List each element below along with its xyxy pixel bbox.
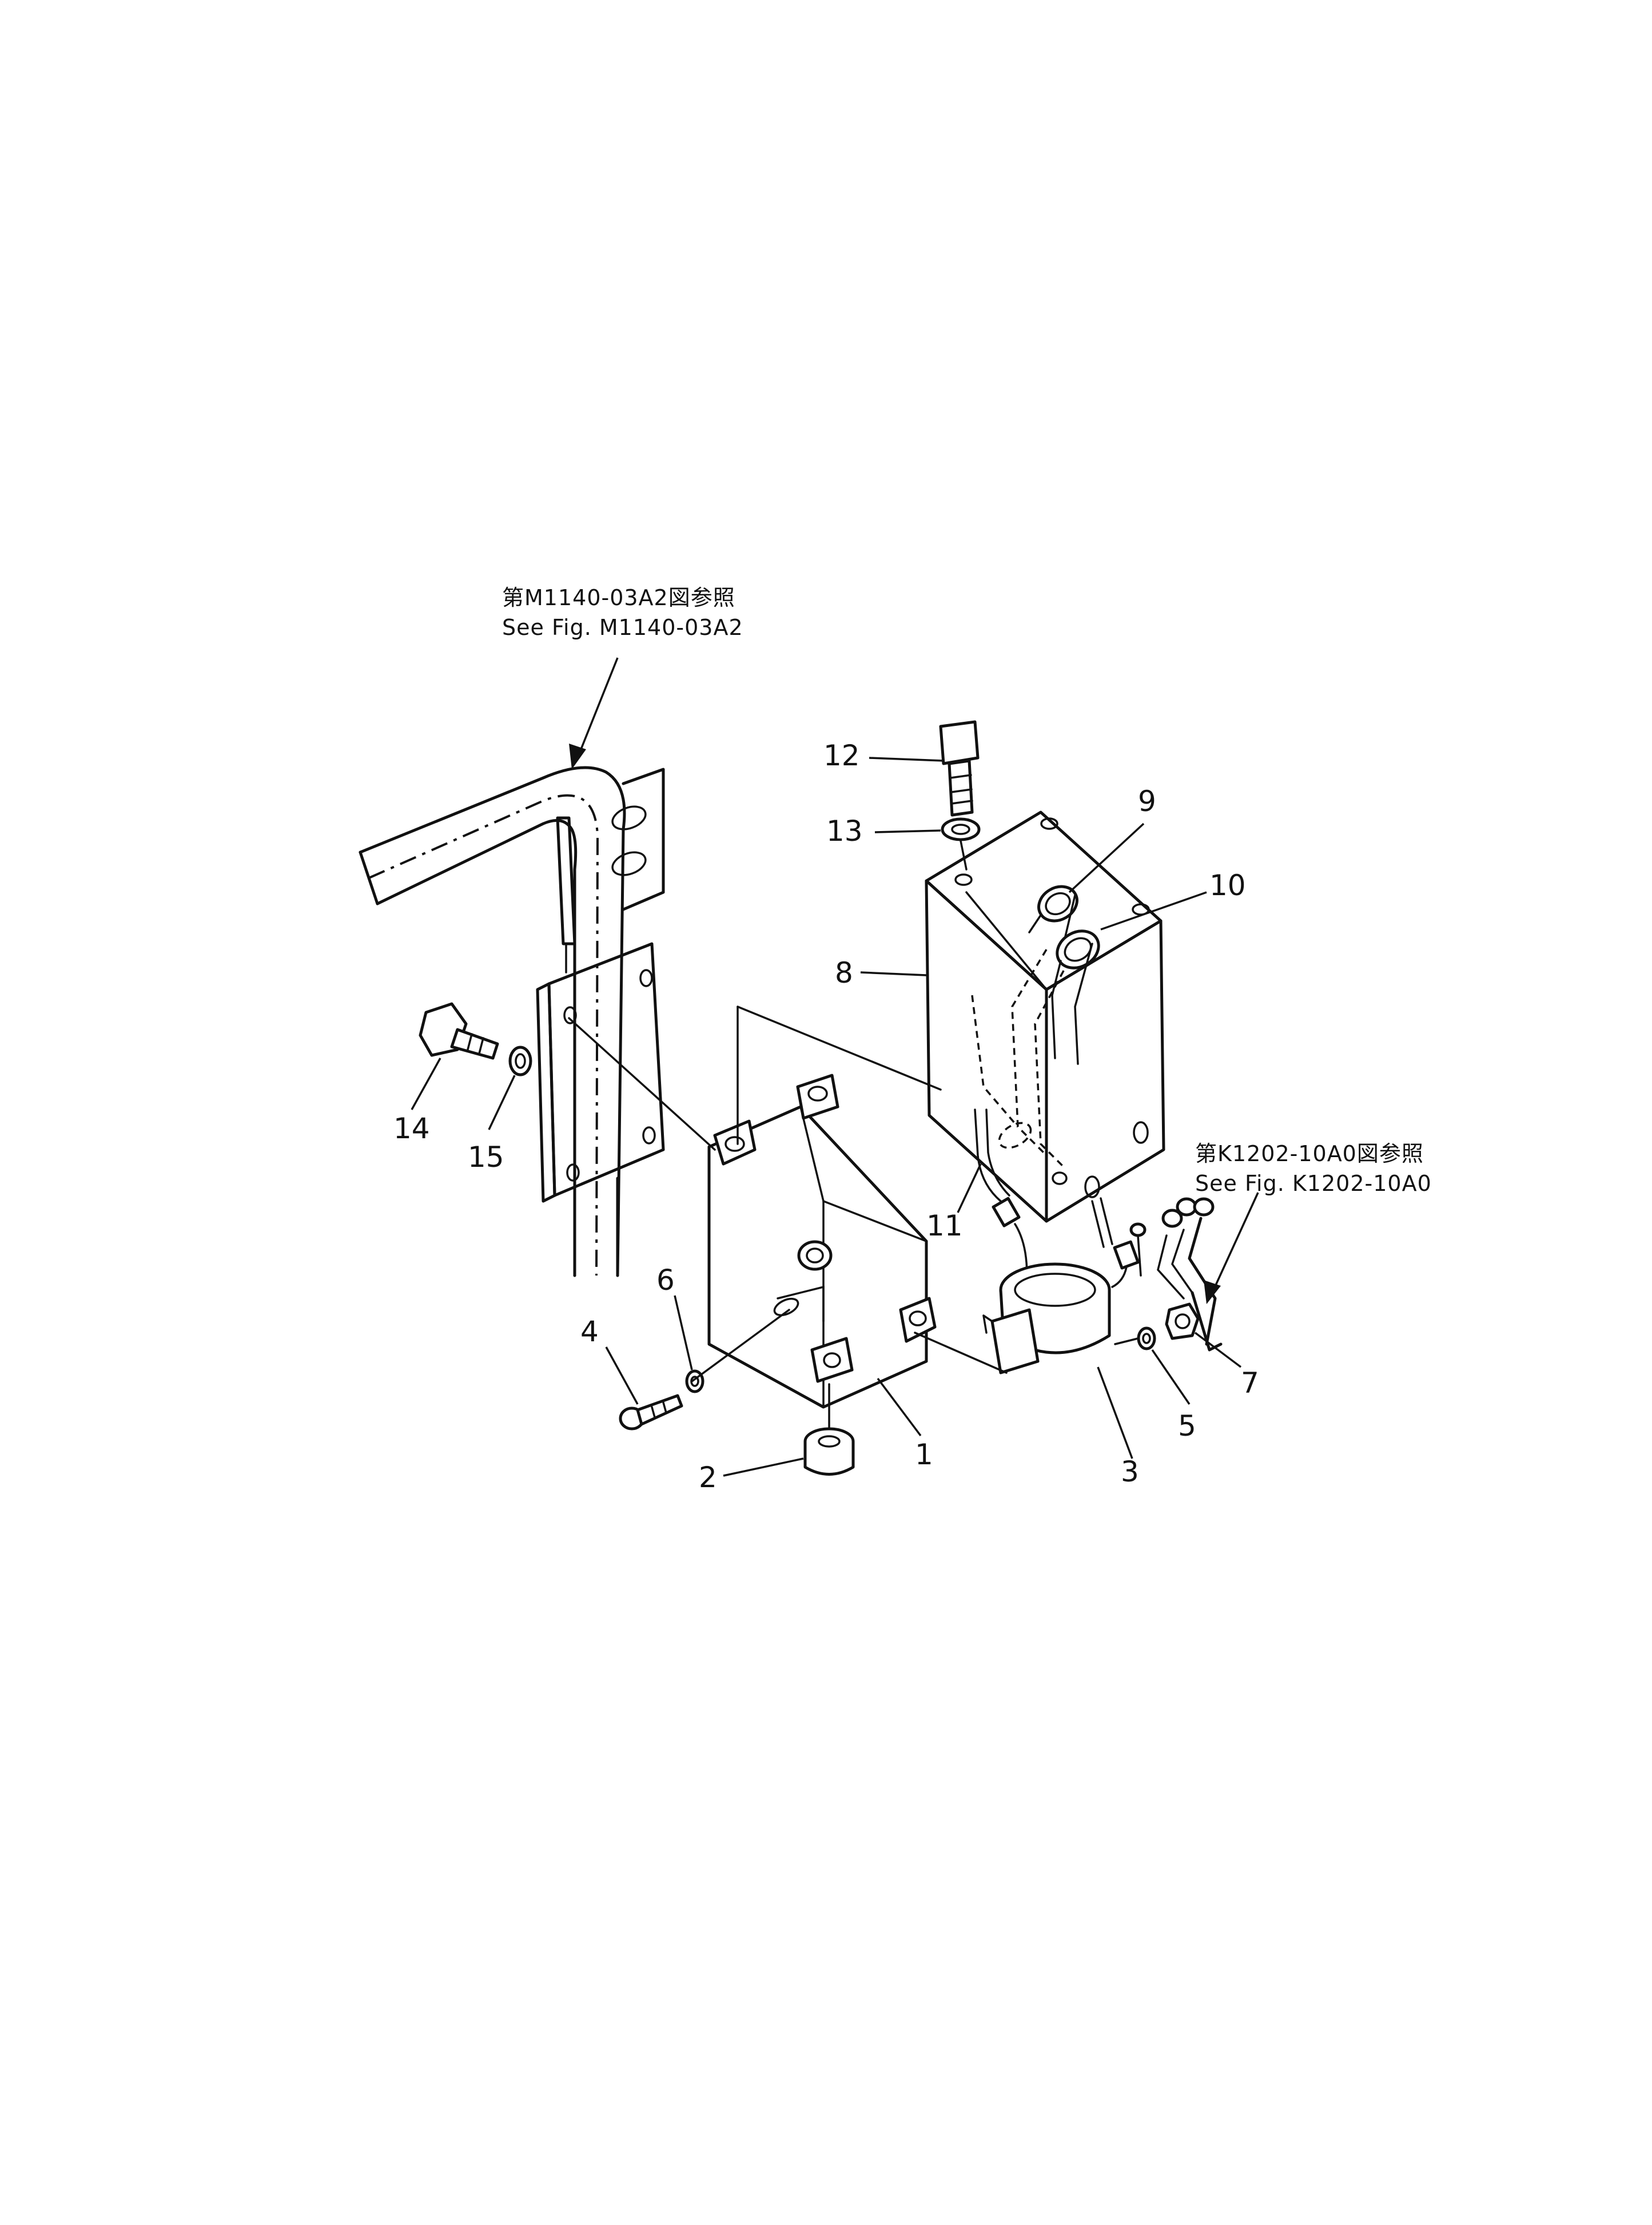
part-10-fitting <box>1051 929 1100 1065</box>
part-3-coil <box>982 1262 1111 1374</box>
reference-arrow-top <box>569 657 619 769</box>
part-label-13: 13 <box>826 814 863 848</box>
part-label-7: 7 <box>1241 1366 1259 1400</box>
part-14-bolt <box>419 1002 499 1060</box>
part-label-5: 5 <box>1178 1409 1196 1443</box>
wire-harness <box>1129 1197 1223 1352</box>
part-label-4: 4 <box>580 1315 599 1348</box>
assembly-lines <box>568 840 1139 1428</box>
part-label-12: 12 <box>823 739 860 772</box>
part-label-11: 11 <box>926 1209 963 1242</box>
part-5-washer <box>1137 1326 1156 1350</box>
part-label-3: 3 <box>1121 1455 1139 1488</box>
reference-top-ja: 第M1140-03A2図参照 <box>502 585 735 610</box>
part-label-9: 9 <box>1138 785 1156 818</box>
part-11-hoses <box>974 1108 1140 1288</box>
leader-lines <box>411 757 1242 1477</box>
part-2-rubber <box>803 1427 855 1476</box>
part-label-1: 1 <box>915 1438 933 1471</box>
part-8-valve-block <box>925 810 1165 1223</box>
part-label-10: 10 <box>1209 869 1246 902</box>
part-15-washer <box>508 1046 532 1076</box>
part-1-bracket <box>707 1074 937 1409</box>
part-4-screw <box>619 1394 683 1431</box>
reference-top-en: See Fig. M1140-03A2 <box>502 615 743 640</box>
frame-pipe <box>359 766 665 1277</box>
part-7-nut <box>1165 1302 1200 1340</box>
part-12-bolt <box>939 720 980 817</box>
part-13-washer <box>941 817 981 841</box>
part-label-2: 2 <box>699 1461 717 1494</box>
part-label-6: 6 <box>656 1264 675 1297</box>
reference-arrow-right <box>1204 1192 1259 1304</box>
reference-right-ja: 第K1202-10A0図参照 <box>1195 1141 1424 1166</box>
part-label-8: 8 <box>835 956 853 990</box>
part-label-15: 15 <box>468 1141 504 1174</box>
reference-right-en: See Fig. K1202-10A0 <box>1195 1171 1432 1196</box>
part-label-14: 14 <box>393 1112 430 1145</box>
